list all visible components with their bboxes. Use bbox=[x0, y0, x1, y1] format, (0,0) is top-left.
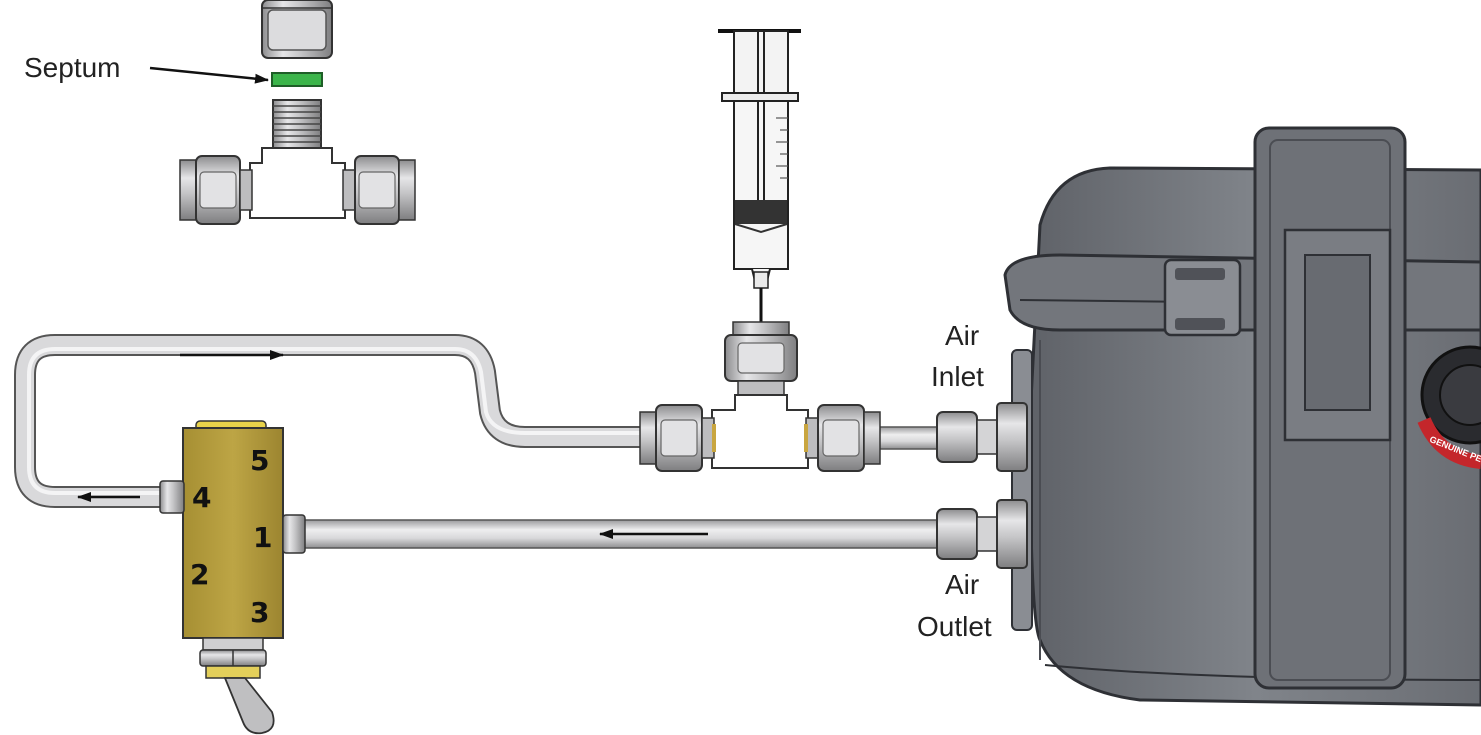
valve-body bbox=[182, 427, 284, 639]
exploded-tee-fitting bbox=[179, 0, 416, 225]
air-inlet-fitting bbox=[936, 402, 1028, 472]
air-sampler-case: GENUINE PEL bbox=[1003, 126, 1481, 707]
exploded-upper-nut bbox=[261, 0, 333, 59]
air-outlet-label-line1: Air bbox=[945, 569, 979, 600]
syringe-plunger-tip bbox=[735, 200, 787, 224]
air-outlet-fitting bbox=[936, 499, 1028, 569]
valve-toggle-lever bbox=[223, 677, 275, 735]
main-tee-fitting bbox=[639, 321, 881, 472]
valve-port-number: 1 bbox=[253, 521, 272, 554]
upper-loop-tubing bbox=[14, 334, 640, 508]
septum-disc bbox=[271, 72, 323, 87]
syringe bbox=[718, 29, 801, 326]
valve-port-number: 3 bbox=[250, 596, 269, 629]
valve-port-number: 4 bbox=[192, 481, 211, 514]
exploded-tee-body bbox=[249, 147, 346, 219]
exploded-left-nut bbox=[179, 155, 253, 225]
air-inlet-label-line2: Inlet bbox=[931, 361, 984, 392]
exploded-threaded-stem bbox=[272, 99, 322, 149]
inlet-tubing bbox=[874, 426, 946, 450]
five-port-valve bbox=[159, 420, 306, 735]
air-inlet-label-line1: Air bbox=[945, 320, 979, 351]
septum-label: Septum bbox=[24, 52, 121, 83]
septum-pointer-arrow bbox=[149, 66, 269, 84]
exploded-right-nut bbox=[342, 155, 416, 225]
valve-port-number: 2 bbox=[190, 558, 209, 591]
valve-port-number: 5 bbox=[250, 444, 269, 477]
air-outlet-label-line2: Outlet bbox=[917, 611, 992, 642]
